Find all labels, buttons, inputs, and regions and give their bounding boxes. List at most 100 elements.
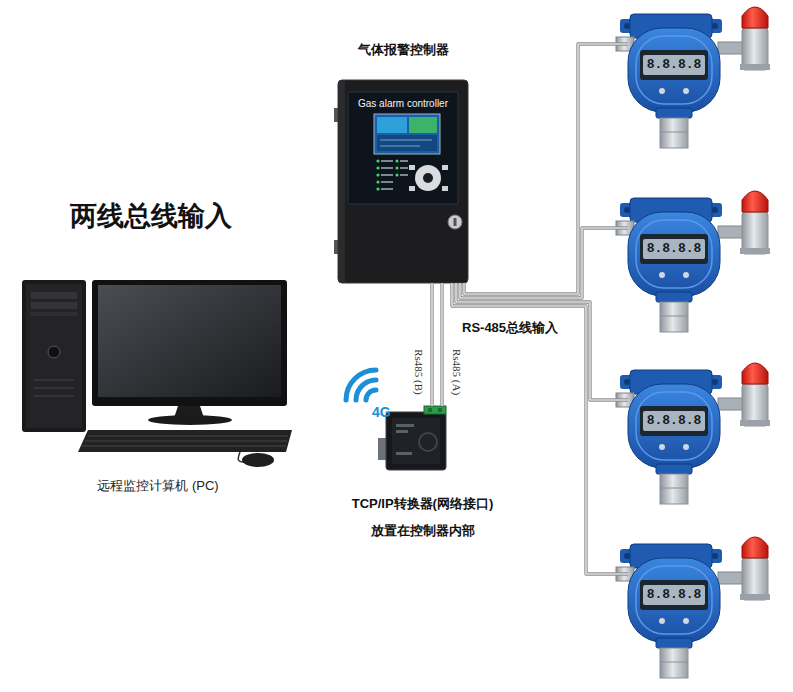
remote-pc-figure (242, 453, 274, 467)
alarm-controller-cabinet (409, 117, 437, 133)
remote-pc-figure (34, 395, 74, 397)
alarm-controller-cabinet (409, 165, 448, 191)
alarm-controller-cabinet (376, 166, 379, 169)
alarm-controller-cabinet (348, 92, 458, 204)
alarm-controller-cabinet (376, 173, 379, 176)
gas-alarm-controller: 气体报警控制器 Gas alarm controller (330, 42, 476, 283)
tcp-ip-converter-figure (428, 408, 432, 412)
bus-cable (440, 283, 443, 406)
diagram-title: 两线总线输入 (70, 200, 232, 232)
tcp-ip-converter-figure (424, 406, 446, 414)
cable-core (464, 44, 628, 294)
alarm-controller-cabinet (380, 146, 420, 147)
gas-detector: 8.8.8.8 (628, 212, 720, 296)
alarm-controller-cabinet (400, 174, 408, 176)
bus-label: RS-485总线输入 (462, 320, 558, 336)
cable-core (431, 283, 432, 406)
pc-caption: 远程监控计算机 (PC) (97, 478, 218, 494)
alarm-controller-cabinet (442, 165, 448, 170)
signal-label: Rs485 (A) (449, 348, 462, 396)
wireless-signal-icon (356, 380, 376, 400)
signal-label: Rs485 (B) (411, 348, 424, 396)
alarm-controller-cabinet (334, 80, 468, 283)
converter-caption: TCP/IP转换器(网络接口) (352, 496, 494, 512)
alarm-controller-cabinet (338, 80, 468, 283)
tcp-ip-converter-figure (392, 418, 440, 464)
lcd-reading: 8.8.8.8 (643, 585, 706, 605)
tcp-ip-converter-figure (419, 433, 437, 451)
bus-cable (460, 228, 628, 298)
alarm-controller-cabinet (423, 173, 433, 183)
alarm-controller-cabinet (381, 188, 393, 190)
alarm-controller-cabinet (395, 159, 398, 162)
remote-pc-figure (22, 280, 292, 467)
alarm-controller-cabinet (448, 215, 462, 229)
panel-title: Gas alarm controller (358, 98, 448, 110)
gas-detector: 8.8.8.8 (628, 558, 720, 642)
alarm-controller-cabinet (381, 160, 393, 162)
lcd-reading: 8.8.8.8 (643, 239, 706, 259)
alarm-controller-cabinet (374, 114, 440, 154)
alarm-controller-cabinet (415, 165, 441, 191)
alarm-controller-cabinet (339, 81, 345, 282)
gas-detector-figure (616, 191, 770, 332)
alarm-controller-cabinet (377, 117, 407, 133)
remote-pc-figure (98, 285, 281, 397)
alarm-controller-cabinet (409, 186, 415, 191)
remote-pc-figure (78, 430, 292, 452)
alarm-controller-cabinet (381, 181, 393, 183)
alarm-controller-cabinet (376, 159, 398, 190)
alarm-controller-cabinet (376, 159, 379, 162)
alarm-controller-cabinet (376, 187, 379, 190)
bus-cable (456, 283, 628, 400)
alarm-controller-cabinet (380, 140, 432, 141)
gas-detector-figure (616, 7, 770, 148)
gas-detector: 8.8.8.8 (628, 28, 720, 112)
gas-detector-figure (616, 537, 770, 678)
network-badge: 4G (372, 404, 391, 421)
remote-pc-figure (31, 292, 77, 299)
alarm-controller-cabinet (381, 174, 393, 176)
bus-cable (430, 283, 433, 406)
gas-detector-figure (616, 363, 770, 504)
tcp-ip-converter-figure (386, 412, 446, 470)
remote-pc-figure (31, 302, 77, 309)
alarm-controller-cabinet (409, 165, 415, 170)
alarm-controller-cabinet (395, 166, 398, 169)
converter-note: 放置在控制器内部 (371, 523, 475, 539)
cable-core (460, 228, 628, 298)
lcd-reading: 8.8.8.8 (643, 411, 706, 431)
bus-cable (452, 283, 628, 574)
alarm-controller-cabinet (377, 135, 437, 151)
wireless-signal-icon (366, 390, 376, 400)
tcp-ip-converter: TCP/IP转换器(网络接口) 放置在控制器内部 (330, 406, 515, 542)
bus-cable (464, 44, 628, 294)
alarm-controller-cabinet (400, 167, 408, 169)
remote-pc-figure (88, 436, 288, 437)
tcp-ip-converter-figure (396, 452, 412, 455)
remote-pc-figure (31, 312, 77, 316)
alarm-controller-cabinet (442, 186, 448, 191)
alarm-controller-cabinet (395, 173, 398, 176)
remote-pc-figure (22, 280, 86, 432)
remote-pc-figure (34, 387, 74, 389)
tcp-ip-converter-figure (396, 430, 408, 433)
tcp-ip-converter-figure (396, 424, 414, 427)
alarm-controller-cabinet (376, 180, 379, 183)
gas-detector: 8.8.8.8 (628, 384, 720, 468)
remote-pc: 远程监控计算机 (PC) (18, 276, 298, 498)
tcp-ip-converter-figure (438, 408, 442, 412)
remote-pc-figure (48, 346, 60, 358)
remote-pc-figure (92, 280, 287, 406)
cable-core (441, 283, 442, 406)
controller-heading: 气体报警控制器 (358, 42, 449, 58)
cable-core (456, 283, 628, 400)
remote-pc-figure (148, 415, 232, 425)
remote-pc-figure (85, 441, 287, 442)
remote-pc-figure (26, 284, 82, 428)
remote-pc-figure (82, 446, 286, 447)
alarm-controller-cabinet (381, 160, 408, 190)
wireless-signal-icon (346, 370, 376, 400)
